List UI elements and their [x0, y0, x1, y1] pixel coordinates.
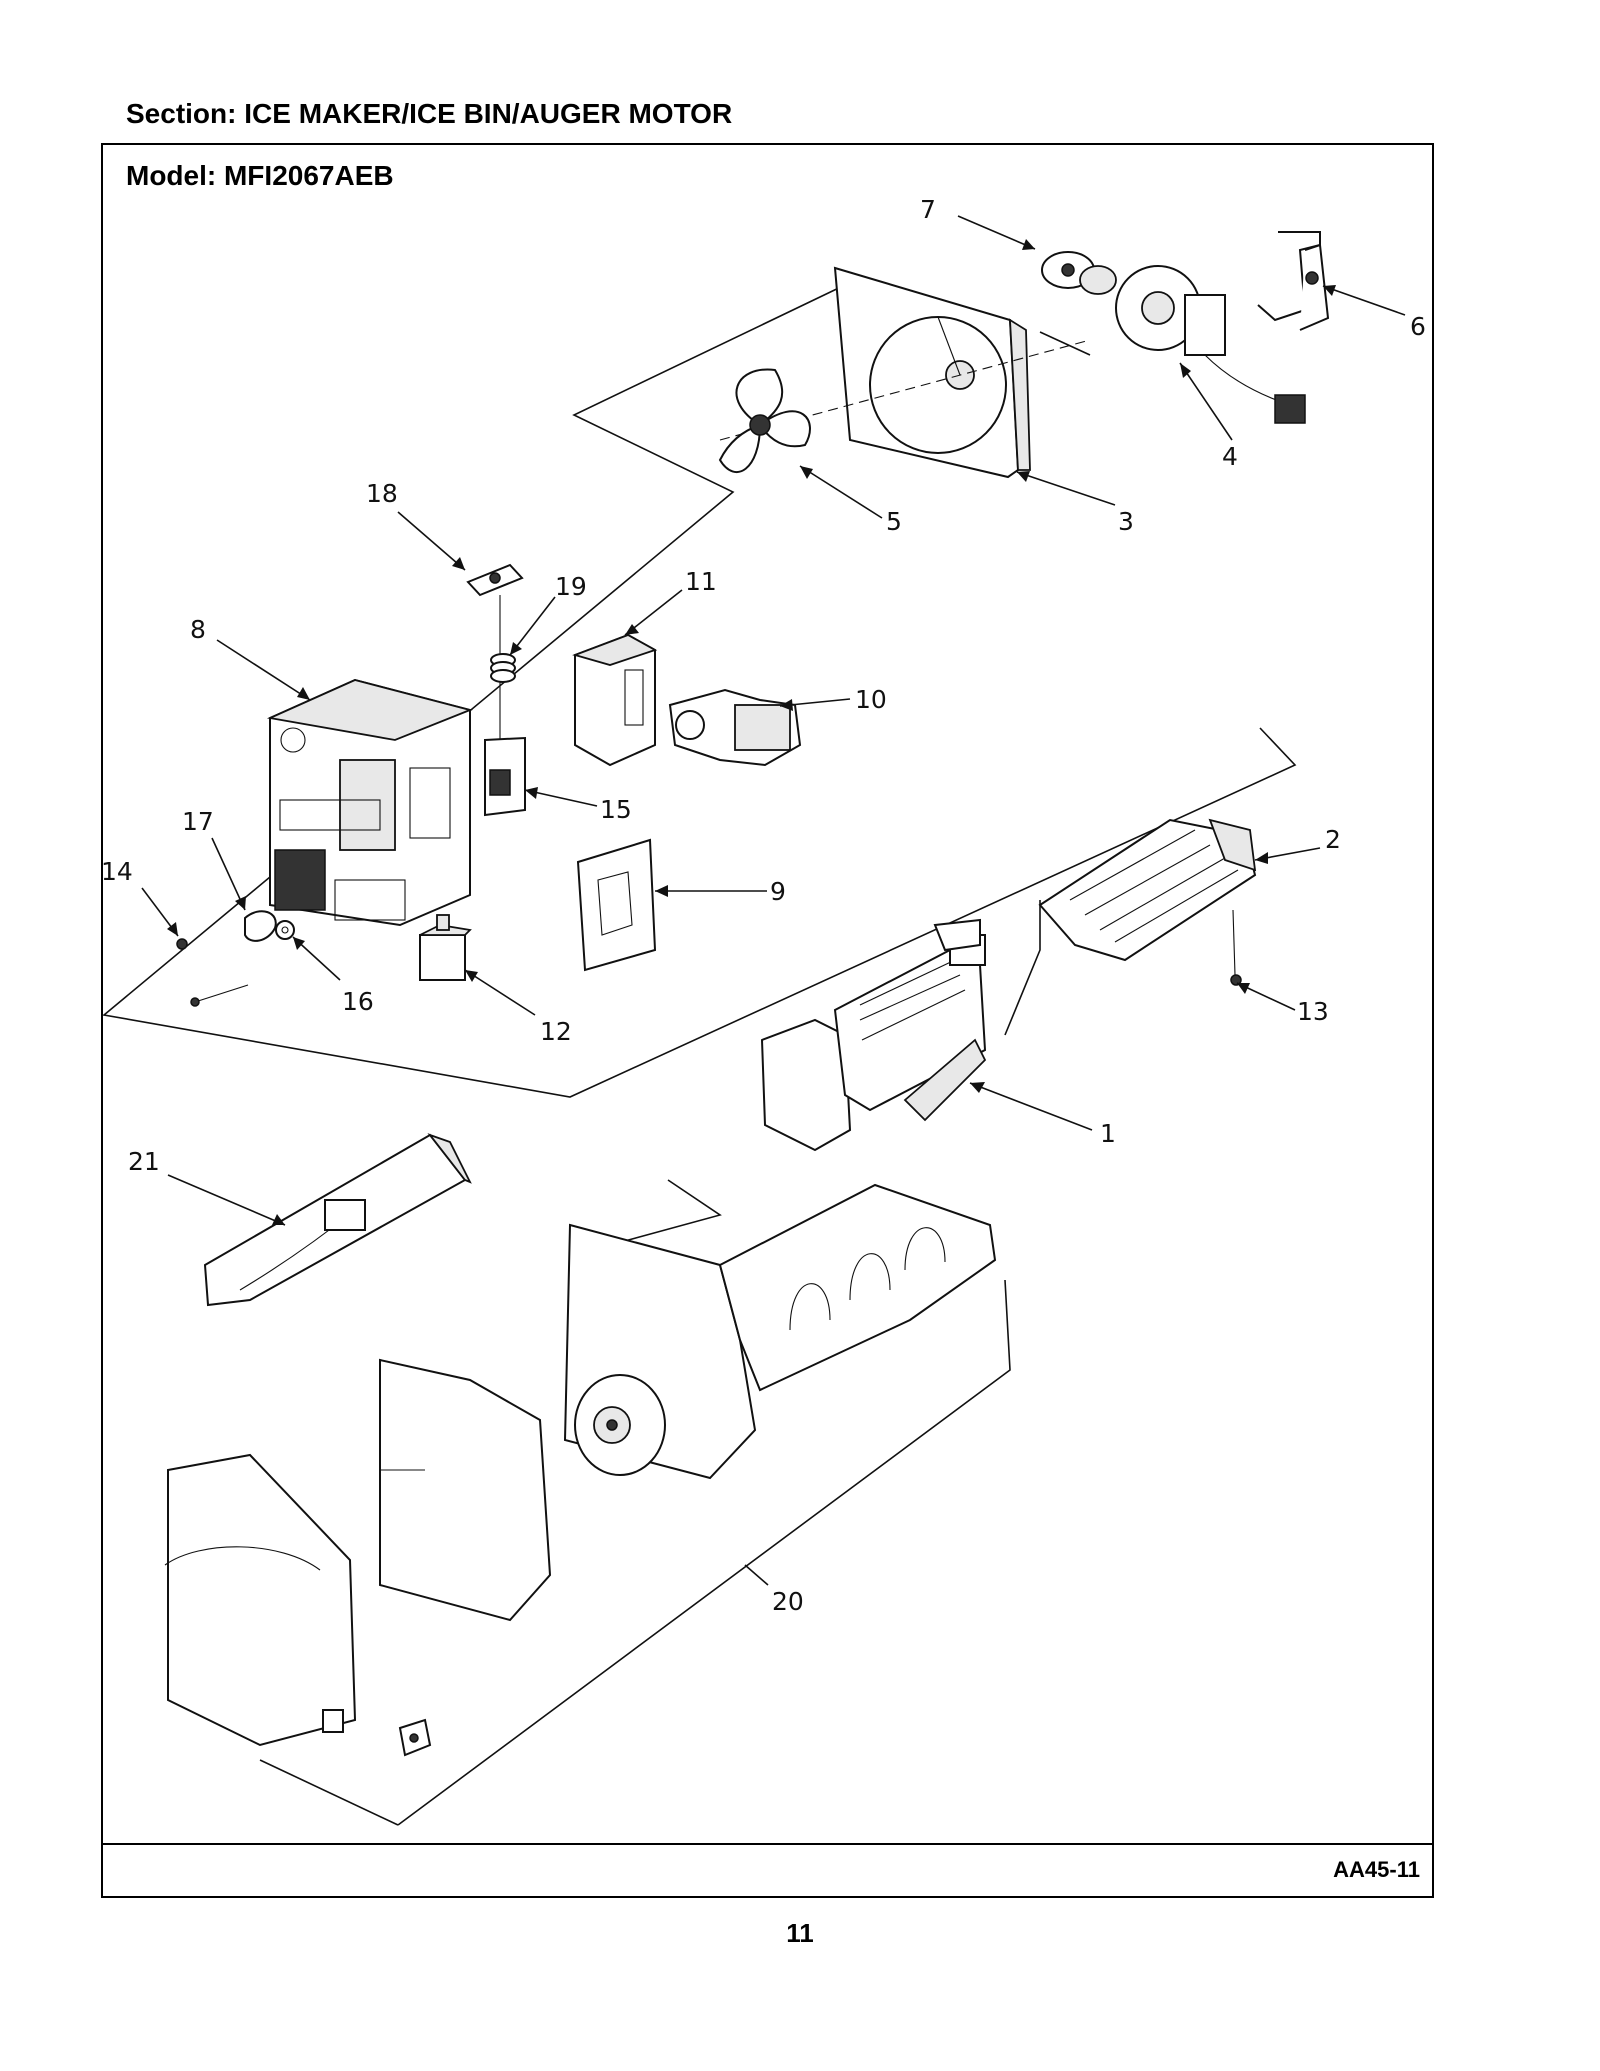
spring-icon — [490, 653, 516, 683]
section-title: Section: ICE MAKER/ICE BIN/AUGER MOTOR — [126, 98, 733, 129]
callout-9: 9 — [770, 877, 786, 906]
diagram-frame — [101, 143, 1434, 1898]
callout-labels: 1 2 3 4 5 6 7 8 9 10 11 12 13 14 15 16 1… — [101, 195, 1426, 1616]
screw-icon — [190, 984, 249, 1007]
fan-motor-icon — [1115, 265, 1306, 424]
callout-16: 16 — [342, 987, 374, 1016]
fan-shroud-icon — [719, 266, 1091, 479]
page-number: 11 — [786, 1918, 814, 1948]
diagram-code: AA45-11 — [1333, 1857, 1420, 1882]
model-title: Model: MFI2067AEB — [126, 160, 394, 191]
ice-chute-icon — [203, 1133, 472, 1307]
screw-icon — [1230, 909, 1242, 986]
ice-bin-door-icon — [164, 1453, 357, 1747]
motor-grommet-icon — [1041, 251, 1117, 295]
callout-2: 2 — [1325, 825, 1341, 854]
callout-8: 8 — [190, 615, 206, 644]
callout-5: 5 — [886, 507, 902, 536]
callout-10: 10 — [855, 685, 887, 714]
housing-cover-plate-icon — [576, 838, 657, 972]
callout-4: 4 — [1222, 442, 1238, 471]
clip-icon — [244, 910, 277, 942]
callout-17: 17 — [182, 807, 214, 836]
callout-3: 3 — [1118, 507, 1134, 536]
callout-11: 11 — [685, 567, 717, 596]
ice-maker-assembly-icon — [760, 918, 987, 1152]
ice-bin-assembly-icon — [563, 1183, 997, 1480]
bin-latch-icon — [398, 1718, 432, 1757]
footer-rule — [101, 1843, 1434, 1845]
callout-1: 1 — [1100, 1119, 1116, 1148]
gear-motor-icon — [668, 688, 802, 767]
callout-12: 12 — [540, 1017, 572, 1046]
washer-icon — [275, 920, 295, 940]
callout-19: 19 — [555, 572, 587, 601]
fan-blade-icon — [718, 368, 811, 473]
callout-15: 15 — [600, 795, 632, 824]
ice-bin-front-panel-icon — [379, 1358, 552, 1622]
motor-bracket-icon — [1257, 231, 1330, 331]
callout-6: 6 — [1410, 312, 1426, 341]
ice-maker-housing-icon — [266, 678, 473, 927]
callout-7: 7 — [920, 195, 936, 224]
callout-14: 14 — [101, 857, 133, 886]
switch-housing-icon — [572, 633, 658, 767]
callout-20: 20 — [772, 1587, 804, 1616]
callout-13: 13 — [1297, 997, 1329, 1026]
callout-arrows — [141, 215, 1406, 1586]
screw-icon — [176, 938, 188, 950]
callout-21: 21 — [128, 1147, 160, 1176]
callout-18: 18 — [366, 479, 398, 508]
ice-maker-tray-cover-icon — [1038, 818, 1257, 962]
bracket-icon — [484, 736, 526, 817]
group-outline-lines — [102, 284, 1297, 1826]
solenoid-icon — [419, 914, 472, 981]
